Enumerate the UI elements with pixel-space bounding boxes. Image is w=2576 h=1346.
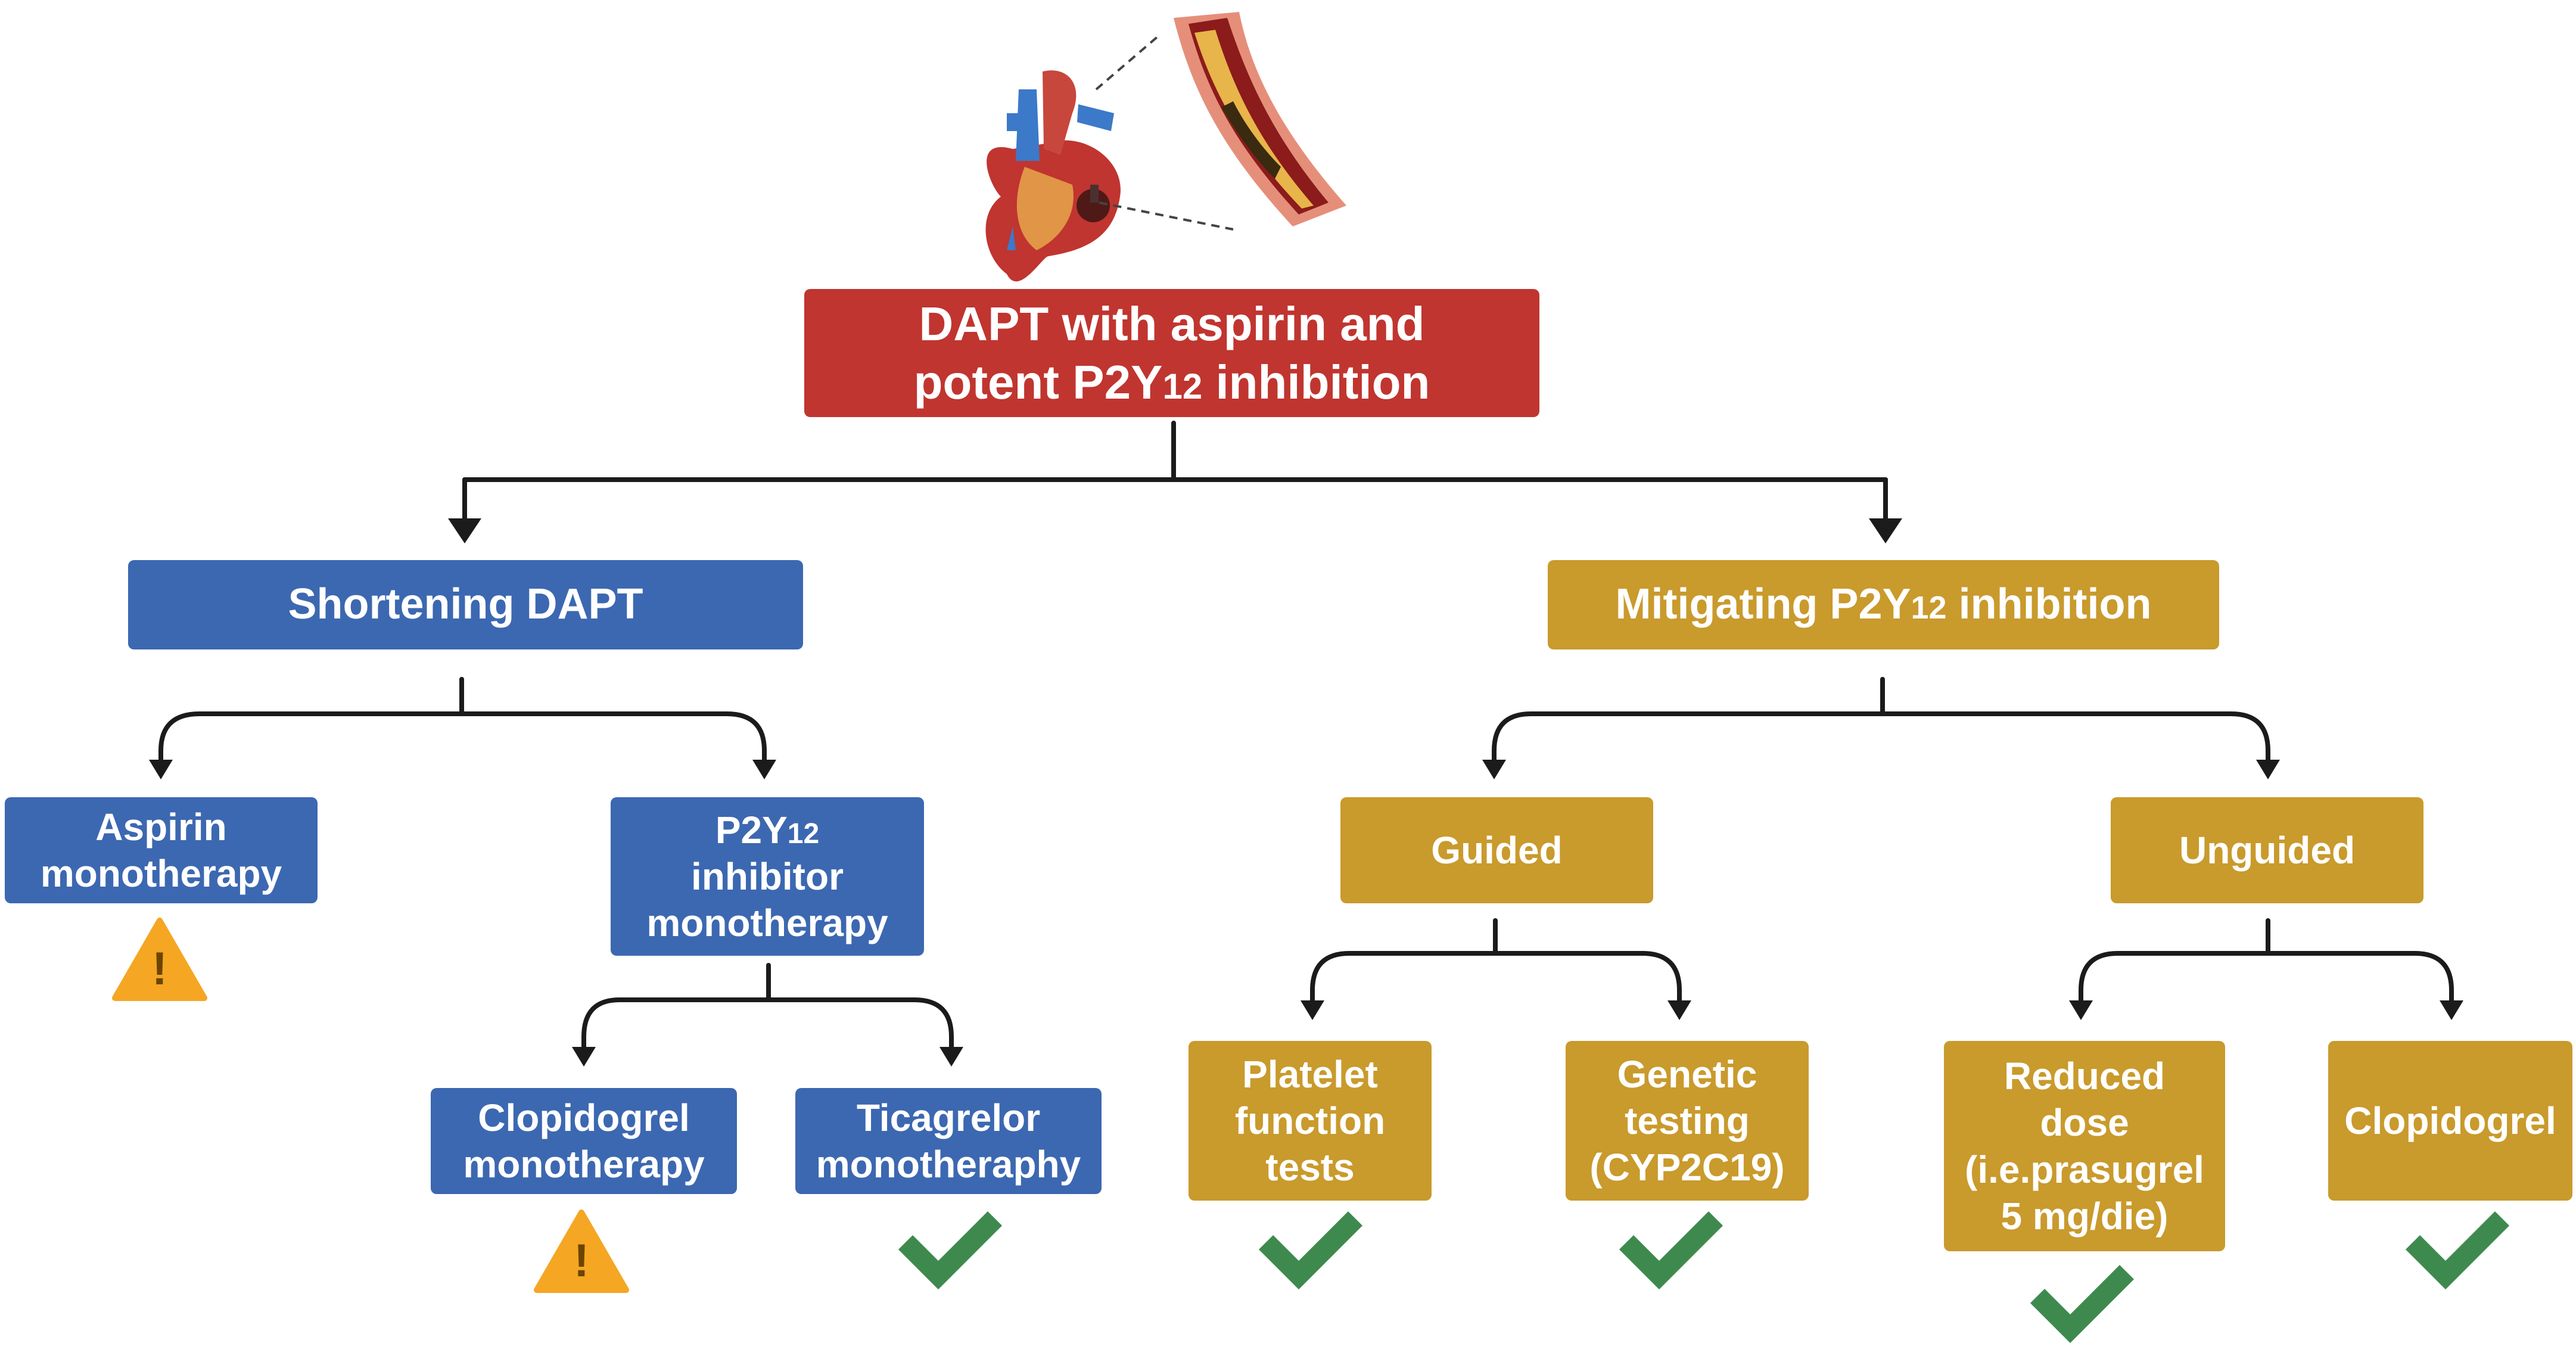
reduced-line-4: 5 mg/die) <box>2001 1194 2169 1238</box>
root-line-2: potent P2Y12 inhibition <box>913 355 1430 409</box>
zoom-line-bottom <box>1099 201 1234 231</box>
artery-illustration <box>1174 12 1346 226</box>
platelet-line-2: function <box>1234 1099 1386 1142</box>
check-icon <box>898 1211 1003 1290</box>
platelet-line-1: Platelet <box>1242 1052 1378 1096</box>
shortening-dapt-node: Shortening DAPT <box>128 560 803 649</box>
aspirin-monotherapy-node: Aspirin monotherapy <box>5 797 318 903</box>
root-node: DAPT with aspirin and potent P2Y12 inhib… <box>804 289 1539 417</box>
warning-glyph: ! <box>152 942 167 994</box>
root-line-1: DAPT with aspirin and <box>919 297 1425 350</box>
reduced-line-1: Reduced <box>2003 1055 2166 1098</box>
ticagrelor-line-1: Ticagrelor <box>856 1096 1041 1139</box>
clopidogrel-label: Clopidogrel <box>2344 1099 2556 1142</box>
p2y12-inhibitor-monotherapy-node: P2Y12 inhibitor monotherapy <box>611 797 924 956</box>
heart-illustration <box>985 70 1121 282</box>
guided-node: Guided <box>1340 797 1653 903</box>
branch-connectors <box>158 677 2454 1052</box>
genetic-line-2: testing <box>1625 1099 1750 1142</box>
check-icon <box>1258 1211 1363 1290</box>
check-icon <box>2405 1211 2510 1290</box>
check-icon <box>1619 1211 1723 1290</box>
platelet-line-3: tests <box>1265 1146 1355 1189</box>
genetic-line-1: Genetic <box>1617 1052 1757 1096</box>
unguided-label: Unguided <box>2179 828 2356 872</box>
reduced-line-2: dose <box>2040 1101 2129 1145</box>
clopidogrel-node: Clopidogrel <box>2328 1041 2572 1201</box>
aspirin-line-2: monotherapy <box>40 852 282 895</box>
mitigating-p2y12-node: Mitigating P2Y12 inhibition <box>1548 560 2219 649</box>
shortening-dapt-label: Shortening DAPT <box>288 580 643 629</box>
clopidogrel-mono-line-2: monotherapy <box>463 1143 705 1186</box>
p2y12-line-2: inhibitor <box>691 854 844 898</box>
aspirin-line-1: Aspirin <box>95 805 227 848</box>
warning-icon: ! <box>112 918 207 1001</box>
unguided-node: Unguided <box>2111 797 2423 903</box>
arrow-to-mitigating <box>1869 518 1902 543</box>
genetic-line-3: (CYP2C19) <box>1589 1146 1785 1189</box>
warning-glyph: ! <box>574 1234 589 1286</box>
guided-label: Guided <box>1431 828 1563 872</box>
mitigating-p2y12-label: Mitigating P2Y12 inhibition <box>1615 580 2152 629</box>
p2y12-line-1: P2Y12 <box>715 808 820 851</box>
branch-arrowheads <box>149 760 2463 1067</box>
reduced-dose-node: Reduced dose (i.e.prasugrel 5 mg/die) <box>1944 1041 2225 1251</box>
genetic-testing-node: Genetic testing (CYP2C19) <box>1566 1041 1809 1201</box>
platelet-function-tests-node: Platelet function tests <box>1189 1041 1432 1201</box>
warning-icon: ! <box>534 1210 629 1293</box>
arrow-to-shortening <box>448 518 481 543</box>
clopidogrel-monotherapy-node: Clopidogrel monotherapy <box>431 1088 737 1194</box>
root-connectors <box>462 421 1888 527</box>
ticagrelor-line-2: monotheraphy <box>816 1143 1081 1186</box>
p2y12-line-3: monotherapy <box>646 902 888 945</box>
clopidogrel-mono-line-1: Clopidogrel <box>478 1096 690 1139</box>
zoom-line-top <box>1095 35 1160 91</box>
reduced-line-3: (i.e.prasugrel <box>1965 1148 2204 1191</box>
ticagrelor-monotherapy-node: Ticagrelor monotheraphy <box>795 1088 1102 1194</box>
check-icon <box>2030 1264 2135 1344</box>
